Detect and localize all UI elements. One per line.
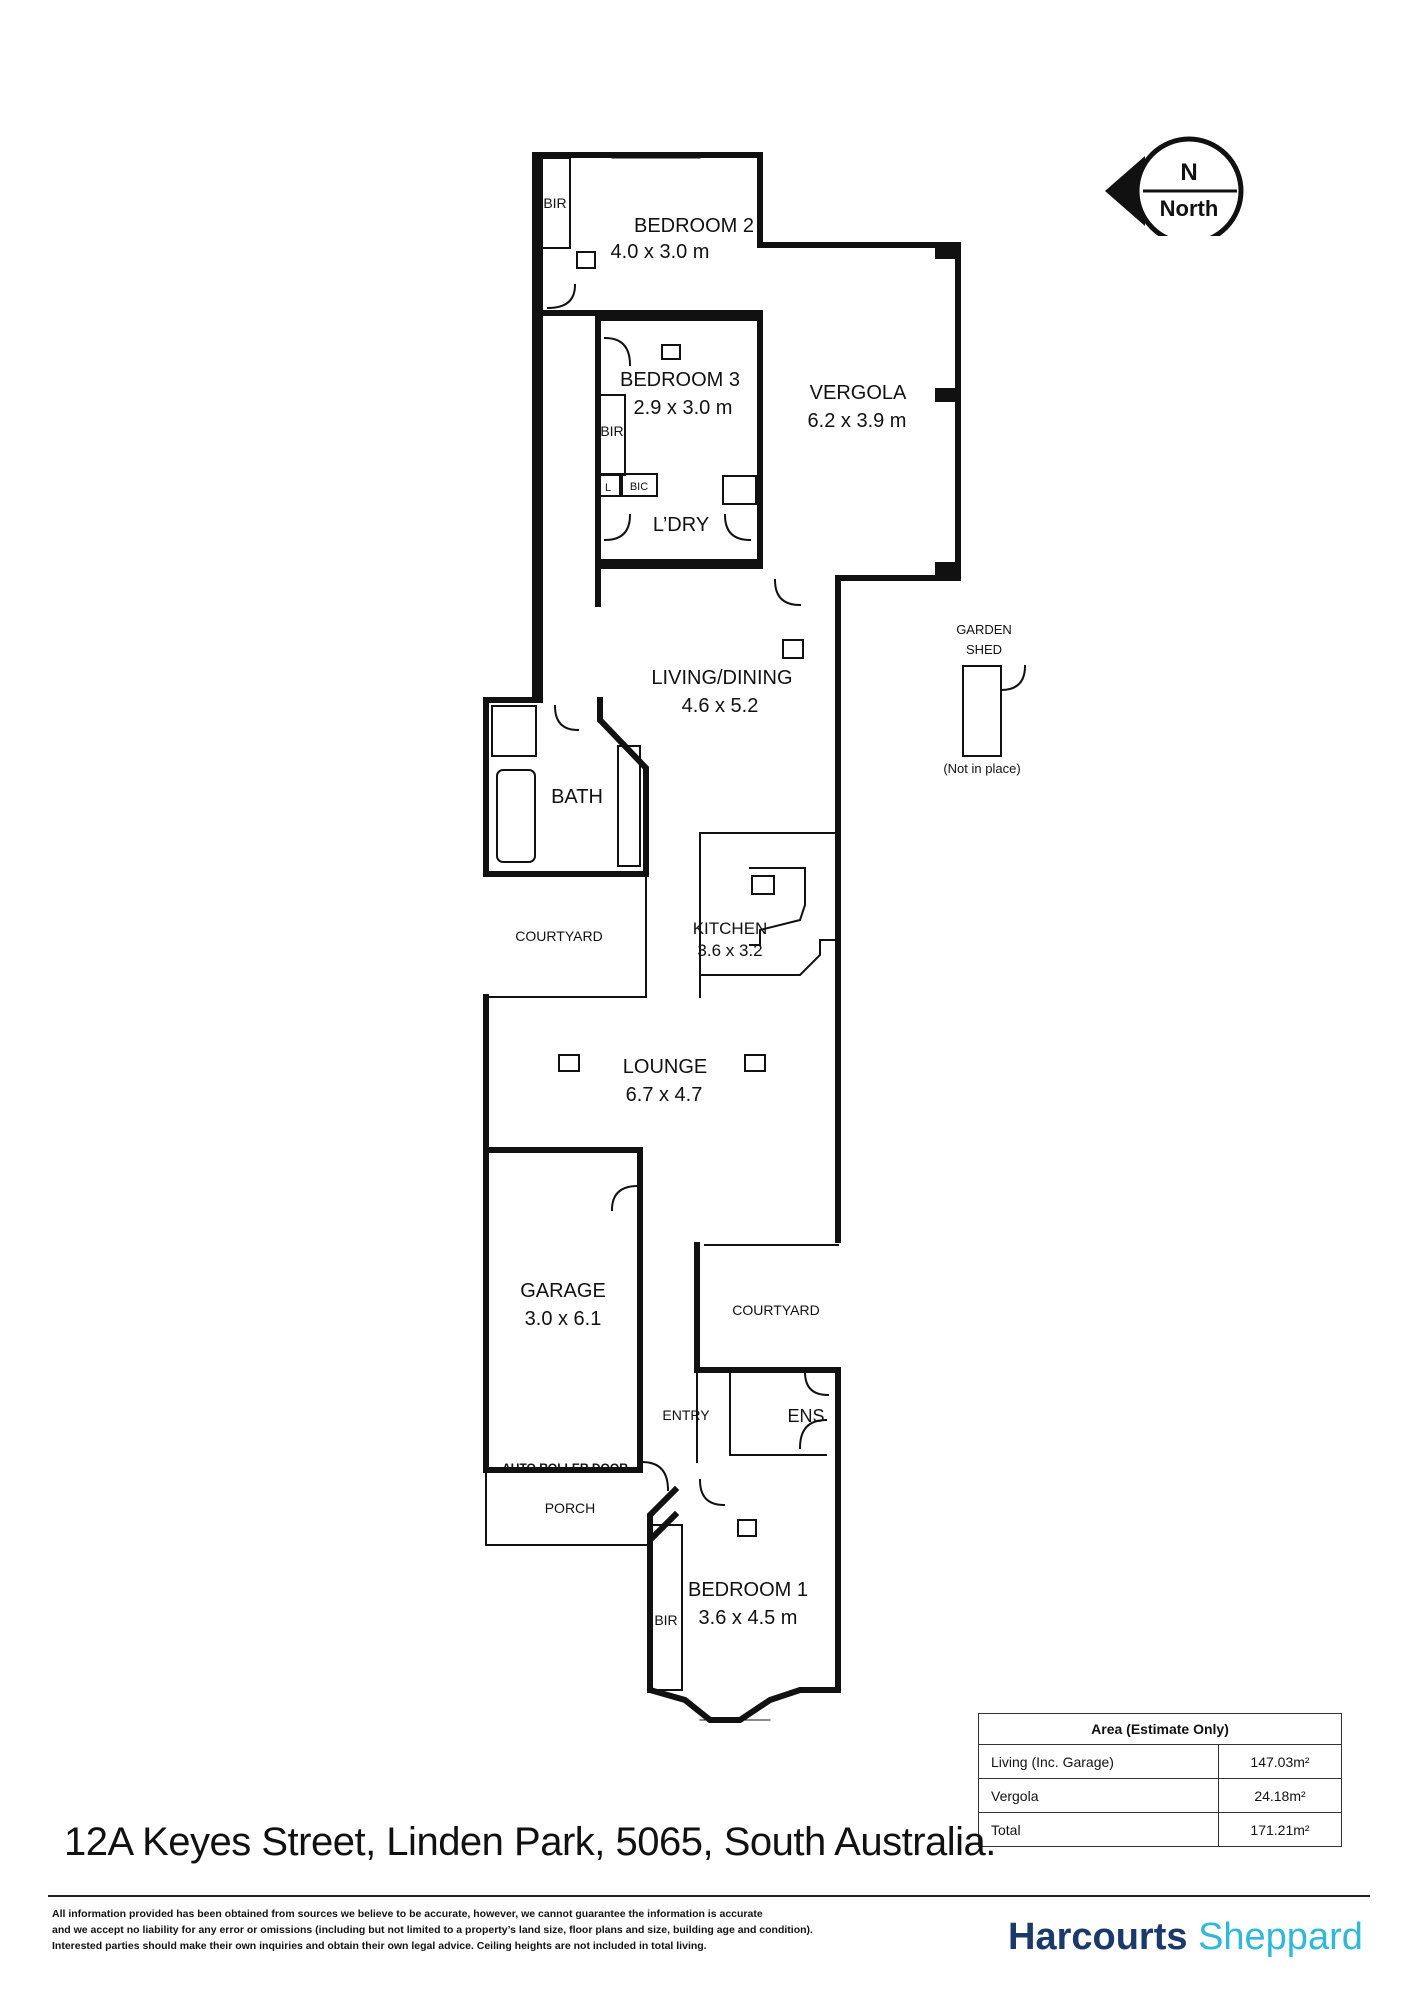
area-table: Area (Estimate Only) Living (Inc. Garage…	[978, 1713, 1342, 1847]
table-row: Living (Inc. Garage) 147.03m²	[978, 1744, 1342, 1779]
bic-label: BIC	[630, 481, 648, 493]
vergola-dims: 6.2 x 3.9 m	[808, 410, 907, 432]
living-dims: 4.6 x 5.2	[682, 695, 759, 717]
table-row: Total 171.21m²	[978, 1812, 1342, 1847]
exterior-walls	[483, 152, 961, 1723]
vergola-label: VERGOLA	[810, 382, 907, 404]
garage-label: GARAGE	[520, 1280, 606, 1302]
bedroom2-dims: 4.0 x 3.0 m	[611, 241, 710, 263]
area-row-label: Total	[978, 1812, 1219, 1847]
bedroom2-label: BEDROOM 2	[634, 215, 754, 237]
divider	[48, 1895, 1370, 1897]
garden-shed-label-2: SHED	[966, 642, 1002, 657]
disclaimer-line: All information provided has been obtain…	[52, 1908, 763, 1920]
brand-name: Harcourts	[1008, 1916, 1188, 1958]
bedroom3-label: BEDROOM 3	[620, 369, 740, 391]
bedroom1-dims: 3.6 x 4.5 m	[699, 1607, 798, 1629]
disclaimer-line: Interested parties should make their own…	[52, 1940, 707, 1952]
lounge-label: LOUNGE	[623, 1056, 707, 1078]
area-row-label: Vergola	[978, 1778, 1219, 1813]
entry-label: ENTRY	[662, 1407, 710, 1423]
bedroom3-dims: 2.9 x 3.0 m	[634, 397, 733, 419]
bir-bed1-label: BIR	[654, 1612, 677, 1628]
garage-dims: 3.0 x 6.1	[525, 1308, 602, 1330]
table-row: Vergola 24.18m²	[978, 1778, 1342, 1813]
disclaimer-line: and we accept no liability for any error…	[52, 1924, 813, 1936]
disclaimer: All information provided has been obtain…	[52, 1906, 932, 1954]
ensuite-label: ENS	[787, 1406, 824, 1426]
compass-letter: N	[1180, 159, 1197, 186]
property-address: 12A Keyes Street, Linden Park, 5065, Sou…	[64, 1820, 996, 1864]
brand-office: Sheppard	[1198, 1916, 1363, 1958]
area-row-value: 147.03m²	[1218, 1744, 1342, 1779]
area-row-label: Living (Inc. Garage)	[978, 1744, 1219, 1779]
bedroom1-label: BEDROOM 1	[688, 1579, 808, 1601]
interior-lines	[485, 152, 1027, 1721]
living-label: LIVING/DINING	[651, 667, 792, 689]
garden-shed-label-1: GARDEN	[956, 622, 1012, 637]
lounge-dims: 6.7 x 4.7	[626, 1084, 703, 1106]
not-in-place-label: (Not in place)	[943, 761, 1020, 776]
courtyard2-label: COURTYARD	[732, 1302, 819, 1318]
area-row-value: 171.21m²	[1218, 1812, 1342, 1847]
brand-logo: Harcourts Sheppard	[1008, 1916, 1363, 1959]
compass-label: North	[1160, 196, 1219, 221]
auto-roller-door-label: AUTO ROLLER DOOR	[502, 1461, 628, 1475]
area-table-header: Area (Estimate Only)	[978, 1713, 1342, 1745]
bath-label: BATH	[551, 786, 603, 808]
linen-label: L	[605, 482, 611, 494]
north-arrow-icon: N North	[1105, 136, 1244, 236]
courtyard1-label: COURTYARD	[515, 928, 602, 944]
bir-top-label: BIR	[543, 195, 566, 211]
kitchen-label: KITCHEN	[693, 919, 768, 938]
room-labels: BEDROOM 2 4.0 x 3.0 m BIR BEDROOM 3 2.9 …	[502, 195, 1021, 1629]
bir-bed3-label: BIR	[600, 423, 623, 439]
porch-label: PORCH	[545, 1500, 596, 1516]
area-row-value: 24.18m²	[1218, 1778, 1342, 1813]
kitchen-dims: 3.6 x 3.2	[697, 941, 762, 960]
laundry-label: L’DRY	[653, 514, 709, 536]
